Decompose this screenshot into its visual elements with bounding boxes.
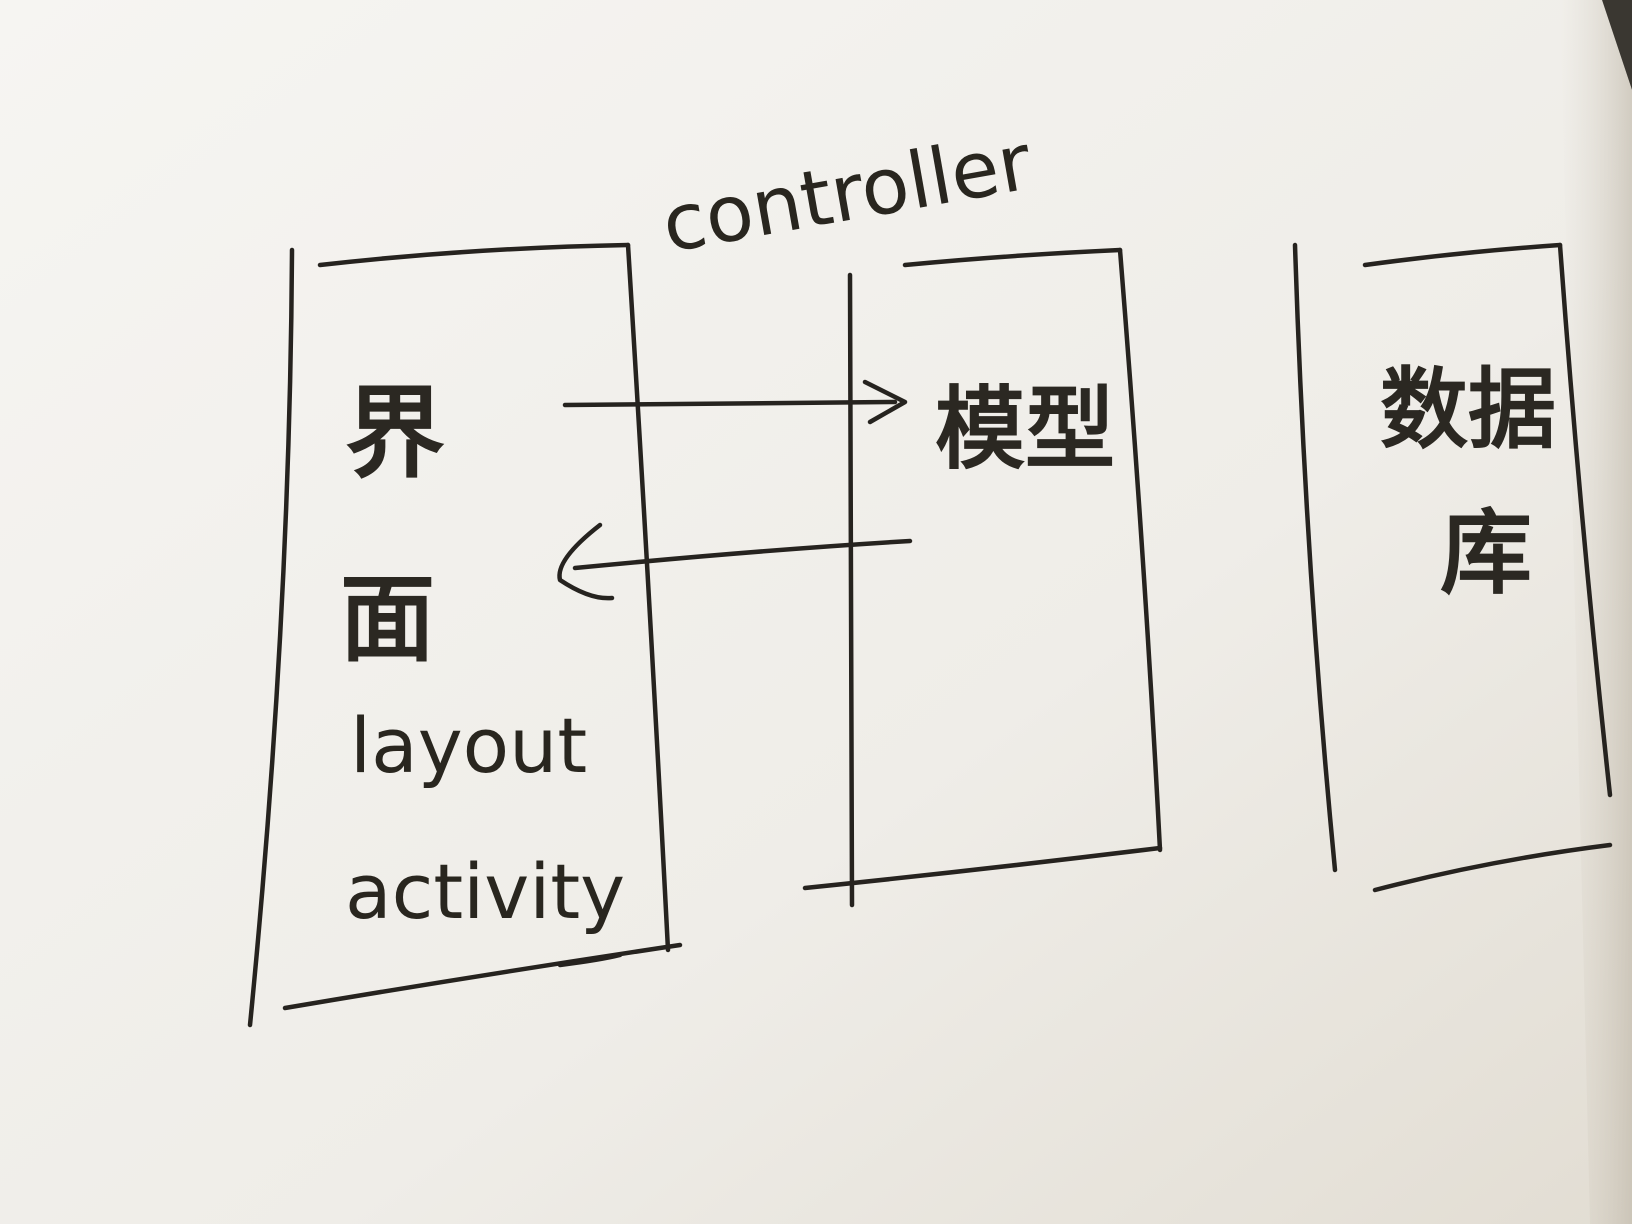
request-arrow <box>562 379 908 425</box>
model-label: 模型 <box>935 377 1115 482</box>
response-arrow <box>557 522 913 601</box>
db-char-1: 数 <box>1380 358 1468 461</box>
paper-edge-shadow <box>1560 0 1632 1224</box>
view-layout-label: layout <box>350 701 587 790</box>
database-column-box <box>1292 242 1613 893</box>
view-char-2: 面 <box>340 565 435 675</box>
db-char-2: 据 <box>1468 358 1556 461</box>
view-column-text: 界 面 layout activity <box>340 375 625 936</box>
db-char-3: 库 <box>1440 500 1532 607</box>
model-column-box <box>802 247 1163 908</box>
view-column-box <box>247 242 683 1028</box>
view-activity-label: activity <box>345 847 625 936</box>
database-column-text: 数 据 库 <box>1380 358 1556 607</box>
view-char-1: 界 <box>345 375 445 492</box>
